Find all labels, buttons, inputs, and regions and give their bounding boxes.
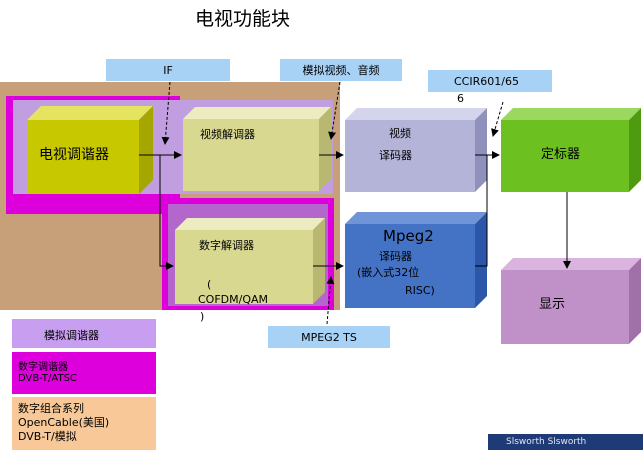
ccir-callout: CCIR601/65 — [428, 70, 552, 92]
scaler-shape — [501, 108, 641, 192]
ccir-callout-pointer — [491, 101, 504, 137]
tuner-to-digital-demod-arrow — [159, 155, 174, 270]
legend-combo-line1: 数字组合系列 — [18, 402, 84, 415]
mpeg2-decoder-shape — [345, 212, 487, 308]
mpeg2-decoder-label-2: 译码器 — [379, 250, 412, 263]
digital-demodulator-sub: COFDM/QAM — [198, 293, 269, 306]
analog-av-callout: 模拟视频、音频 — [280, 59, 402, 81]
video-decoder-label-1: 视频 — [389, 127, 411, 140]
mpeg2-decoder-label-4: RISC) — [405, 284, 435, 297]
mpeg2-decoder-block: Mpeg2 译码器 (嵌入式32位 RISC) — [345, 212, 487, 308]
digital-demodulator-shape — [175, 218, 325, 304]
digital-demodulator-paren-close: ) — [200, 310, 205, 323]
video-decoder-block: 视频 译码器 — [345, 108, 487, 192]
legend-digital-tuner-line1: 数字调谐器 — [18, 362, 68, 373]
display-shape — [501, 258, 641, 344]
legend-digital-tuner: 数字调谐器 DVB-T/ATSC — [12, 352, 156, 394]
video-decoder-label-2: 译码器 — [379, 149, 412, 162]
mpeg2ts-callout: MPEG2 TS — [268, 326, 390, 348]
video-decoder-shape — [345, 108, 487, 192]
tv-tuner-block: 电视调谐器 — [27, 106, 153, 194]
legend-combo-system: 数字组合系列 OpenCable(美国) DVB-T/模拟 — [12, 397, 156, 450]
digital-demodulator-block: 数字解调器 ( — [175, 218, 325, 304]
legend-digital-tuner-line2: DVB-T/ATSC — [18, 373, 77, 384]
digital-demodulator-paren-open: ( — [207, 278, 212, 291]
if-callout: IF — [106, 59, 230, 81]
digital-demodulator-label: 数字解调器 — [199, 239, 254, 252]
mpeg2ts-callout-pointer — [326, 276, 335, 325]
mpeg2-decoder-label-3: (嵌入式32位 — [357, 266, 420, 279]
tv-tuner-shape — [27, 106, 153, 194]
diagram-title: 电视功能块 — [195, 8, 291, 30]
display-label: 显示 — [539, 297, 566, 312]
scaler-label: 定标器 — [541, 147, 581, 162]
analog-av-callout-pointer — [328, 81, 341, 140]
tv-tuner-label: 电视调谐器 — [39, 147, 109, 163]
footer-brand: Slsworth Slsworth — [488, 434, 643, 450]
video-demodulator-shape — [183, 107, 331, 191]
legend-combo-line3: DVB-T/模拟 — [18, 430, 77, 443]
mpeg2-to-scaler-line — [475, 155, 488, 267]
legend-combo-line2: OpenCable(美国) — [18, 416, 110, 429]
display-block: 显示 — [501, 258, 641, 344]
legend-analog-tuner: 模拟调谐器 — [12, 319, 156, 348]
ccir-callout-line2: 6 — [457, 92, 464, 105]
if-callout-pointer — [161, 81, 171, 145]
mpeg2-decoder-title: Mpeg2 — [383, 227, 434, 245]
video-demodulator-block: 视频解调器 — [183, 107, 331, 191]
scaler-block: 定标器 — [501, 108, 641, 192]
video-demodulator-label: 视频解调器 — [200, 128, 255, 141]
